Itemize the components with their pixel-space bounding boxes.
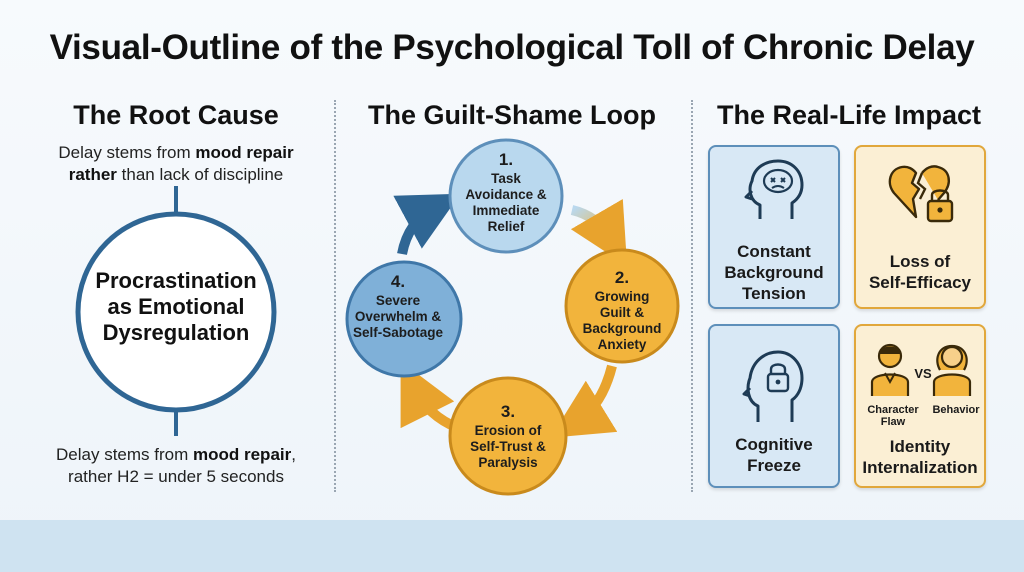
impact-card-1-line: Constant [737,242,811,261]
impact-heading: The Real-Life Impact [716,100,982,130]
impact-card-2-line: Self-Efficacy [868,273,972,292]
loop-step-4: 4. Severe Overwhelm & Self-Sabotage [346,272,450,341]
core-concept-label: Procrastination as Emotional Dysregulati… [76,268,276,346]
impact-card-4-line: Internalization [862,458,978,477]
core-line-2: as Emotional [107,294,245,319]
loop-step-4-line: Self-Sabotage [352,325,444,340]
impact-card-4-line: Identity [889,437,951,456]
top-note-text-a: Delay stems from [58,143,196,162]
loop-step-2: 2. Growing Guilt & Background Anxiety [572,268,672,353]
character-caption-line-1: Character [867,404,919,416]
arrow-2-to-3 [550,364,618,438]
vs-label: VS [914,366,932,381]
loop-diagram [345,138,680,496]
loop-step-3-line: Self-Trust & [470,439,546,454]
impact-card-4-label: Identity Internalization [856,436,984,478]
character-flaw-caption: Character Flaw [860,404,926,428]
impact-card-self-efficacy: Loss of Self-Efficacy [854,145,986,309]
page-title: Visual-Outline of the Psychological Toll… [49,28,975,67]
loop-step-1-line: Avoidance & [465,187,547,202]
bottom-note-bold: mood repair [193,445,292,464]
loop-step-2-circle [564,248,680,364]
loop-step-2-line: Background [582,321,662,336]
impact-card-cognitive-freeze: Cognitive Freeze [708,324,840,488]
top-note-bold-a: mood repair [195,143,294,162]
loop-step-4-number: 4. [390,272,406,291]
loop-step-1: 1. Task Avoidance & Immediate Relief [456,150,556,235]
impact-card-3-label: Cognitive Freeze [710,434,838,476]
loop-step-1-circle [448,138,564,254]
bottom-note-line-2: rather H2 = under 5 seconds [68,467,284,486]
impact-card-1-label: Constant Background Tension [710,241,838,304]
loop-step-1-number: 1. [498,150,514,169]
loop-step-1-line: Relief [487,219,525,234]
male-figure-icon [870,343,910,396]
arrow-1-to-2 [570,198,628,266]
loop-heading: The Guilt-Shame Loop [368,100,656,130]
loop-step-1-line: Task [491,171,521,186]
loop-step-3: 3. Erosion of Self-Trust & Paralysis [456,402,560,471]
loop-step-3-number: 3. [500,402,516,421]
root-cause-top-note: Delay stems from mood repair rather than… [20,142,332,186]
broken-heart-lock-icon [888,165,954,223]
impact-card-1-line: Background [724,263,824,282]
female-figure-icon [932,344,972,396]
loop-step-3-line: Paralysis [478,455,538,470]
loop-step-1-line: Immediate [472,203,540,218]
behavior-caption: Behavior [932,404,980,416]
top-note-bold-b: rather [68,165,117,184]
column-divider-right [691,100,693,492]
loop-step-2-line: Growing [594,289,650,304]
loop-step-4-line: Overwhelm & [354,309,442,324]
root-cause-bottom-note: Delay stems from mood repair, rather H2 … [20,444,332,488]
character-caption-line-2: Flaw [880,416,906,428]
impact-card-identity-internalization: VS Character Flaw Behavior Identity Inte… [854,324,986,488]
loop-step-2-number: 2. [614,268,630,287]
loop-step-4-line: Severe [375,293,421,308]
core-circle-diagram [75,186,277,436]
loop-step-3-circle [448,376,568,496]
impact-card-3-line: Cognitive [735,435,813,454]
core-line-3: Dysregulation [102,320,250,345]
bottom-note-text-a: Delay stems from [56,445,193,464]
core-line-1: Procrastination [95,268,257,293]
impact-card-constant-tension: Constant Background Tension [708,145,840,309]
bottom-band [0,520,1024,572]
impact-card-2-line: Loss of [889,252,951,271]
loop-step-2-line: Anxiety [597,337,647,352]
impact-card-1-line: Tension [742,284,806,303]
impact-card-2-label: Loss of Self-Efficacy [856,251,984,293]
loop-step-2-line: Guilt & [599,305,645,320]
root-cause-heading: The Root Cause [73,100,279,130]
loop-step-4-circle [345,260,463,378]
bottom-note-text-b: , [291,445,296,464]
loop-step-3-line: Erosion of [474,423,542,438]
core-circle [75,211,277,413]
column-divider-left [334,100,336,492]
impact-card-3-line: Freeze [747,456,801,475]
top-note-text-b: than lack of discipline [116,165,284,184]
arrow-4-to-1 [393,193,461,256]
person-vs-person-icon [870,343,972,396]
stressed-head-icon [744,159,804,219]
locked-head-icon [742,350,804,422]
